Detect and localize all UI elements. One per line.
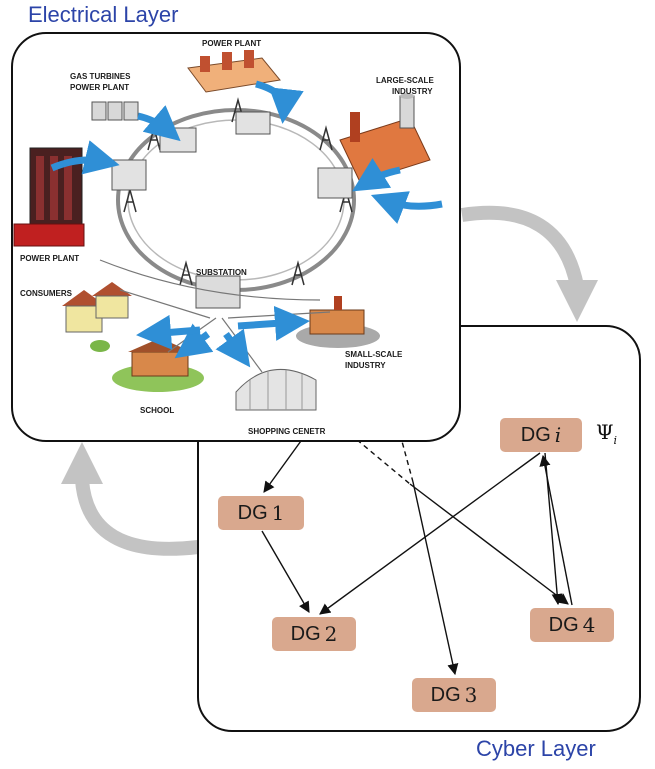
- label-gas-turbines-line2: POWER PLANT: [70, 83, 129, 92]
- label-power-plant-top: POWER PLANT: [202, 39, 261, 48]
- edge-dgi-to-dg2: [319, 452, 541, 615]
- edge-dgi-to-dg4: [544, 452, 563, 606]
- node-dg-4-index: 4: [582, 613, 596, 637]
- node-dg-3[interactable]: DG 3: [412, 678, 496, 712]
- node-dg-2-prefix: DG: [290, 622, 321, 645]
- edge-elec-to-dg1: [263, 433, 307, 493]
- blue-flow-arrows: [50, 80, 443, 368]
- label-school: SCHOOL: [140, 406, 174, 415]
- psi-label: Ψi: [596, 420, 617, 447]
- psi-symbol: Ψ: [596, 420, 614, 444]
- node-dg-i[interactable]: DG i: [500, 418, 582, 452]
- psi-subscript: i: [613, 434, 618, 447]
- edge-elec-to-dg3: [412, 481, 459, 676]
- node-dg-4-prefix: DG: [548, 613, 579, 636]
- power-plant-left-icon: [13, 147, 85, 247]
- small-scale-industry-icon: [296, 296, 380, 348]
- label-large-scale-line2: INDUSTRY: [392, 87, 433, 96]
- node-dg-1-prefix: DG: [237, 501, 268, 524]
- node-dg-4[interactable]: DG 4: [530, 608, 614, 642]
- label-large-scale-line1: LARGE-SCALE: [376, 76, 434, 85]
- label-substation: SUBSTATION: [196, 268, 247, 277]
- label-shopping-center: SHOPPING CENETR: [248, 427, 326, 436]
- node-dg-1-index: 1: [271, 501, 285, 525]
- consumers-icon: [62, 282, 132, 352]
- node-dg-2-index: 2: [324, 622, 338, 646]
- label-power-plant-left: POWER PLANT: [20, 254, 79, 263]
- flow-arrow-to-cyber: [460, 205, 584, 288]
- node-dg-3-prefix: DG: [430, 683, 461, 706]
- edge-elec-to-dg4-dashed: [349, 433, 411, 485]
- flow-arrowhead-to-cyber: [556, 280, 598, 322]
- label-gas-turbines-line1: GAS TURBINES: [70, 72, 131, 81]
- edge-dg1-to-dg2: [261, 530, 310, 613]
- flow-arrow-to-electrical: [75, 479, 199, 556]
- node-dg-i-index: i: [554, 423, 562, 447]
- node-dg-i-prefix: DG: [520, 423, 551, 446]
- gas-turbines-icon: [91, 101, 139, 121]
- edge-elec-to-dg4: [409, 483, 569, 605]
- node-dg-2[interactable]: DG 2: [272, 617, 356, 651]
- electrical-layer-title: Electrical Layer: [28, 2, 179, 27]
- node-dg-3-index: 3: [464, 683, 478, 707]
- label-small-scale-line1: SMALL-SCALE: [345, 350, 403, 359]
- label-consumers: CONSUMERS: [20, 289, 73, 298]
- node-dg-1[interactable]: DG 1: [218, 496, 304, 530]
- cyber-layer-title: Cyber Layer: [476, 736, 596, 761]
- label-small-scale-line2: INDUSTRY: [345, 361, 386, 370]
- flow-arrowhead-to-electrical: [61, 442, 103, 484]
- shopping-center-icon: [235, 368, 317, 411]
